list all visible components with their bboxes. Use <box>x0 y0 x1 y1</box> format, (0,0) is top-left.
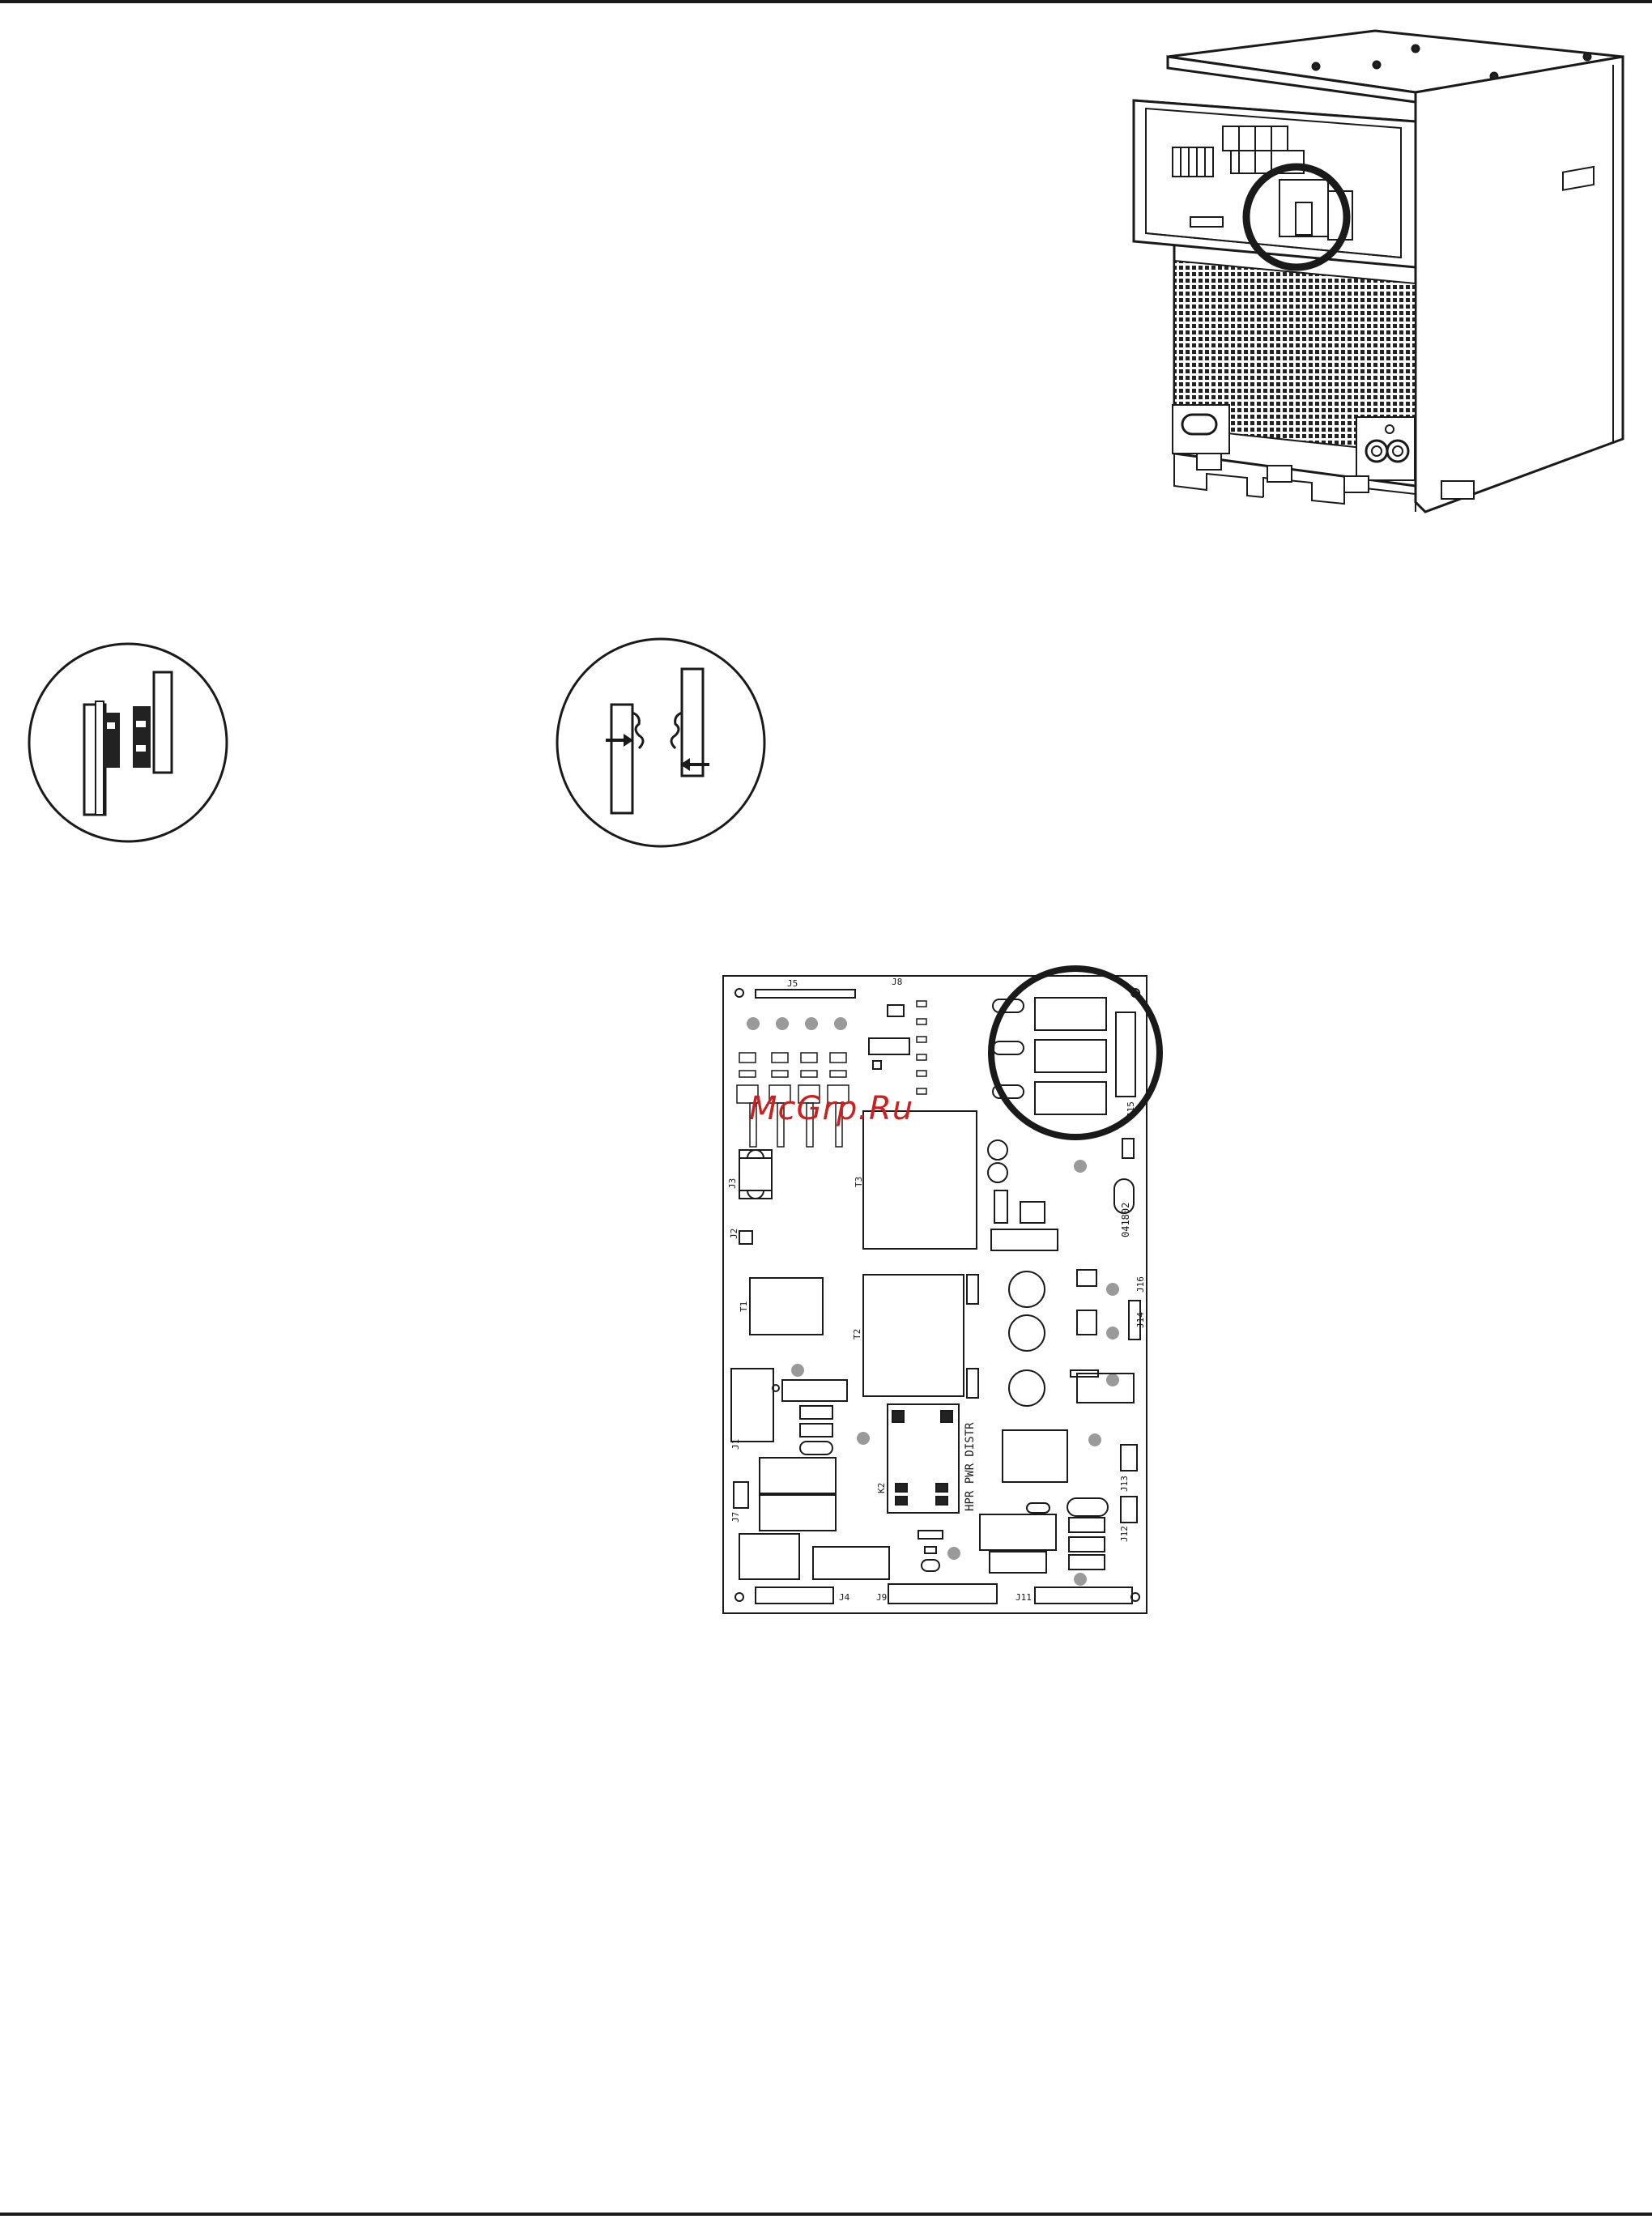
label-j14: J14 <box>1135 1312 1146 1328</box>
label-j5: J5 <box>787 978 798 989</box>
cabinet-right-side <box>1416 57 1623 512</box>
label-t2: T2 <box>852 1329 862 1339</box>
label-t1: T1 <box>739 1301 749 1312</box>
power-distribution-board: J5 J8 J15 J3 T3 J2 T1 T2 J16 J14 J1 K2 J… <box>723 969 1160 1613</box>
board-name-label: HPR PWR DISTR <box>964 1422 977 1511</box>
detail-circle-connected <box>29 644 227 841</box>
label-t3: T3 <box>854 1177 864 1187</box>
detail-circle-separated <box>557 639 764 846</box>
label-j16: J16 <box>1135 1276 1146 1293</box>
label-k2: K2 <box>876 1483 887 1493</box>
label-j2: J2 <box>729 1229 739 1239</box>
label-j13: J13 <box>1119 1476 1130 1492</box>
label-j9: J9 <box>876 1592 887 1603</box>
label-j12: J12 <box>1119 1526 1130 1542</box>
label-j7: J7 <box>730 1512 741 1523</box>
power-supply-cabinet <box>1134 31 1623 512</box>
label-j3: J3 <box>727 1178 738 1189</box>
label-j11: J11 <box>1015 1592 1032 1603</box>
label-j1: J1 <box>730 1439 741 1450</box>
label-j8: J8 <box>892 977 902 987</box>
label-j4: J4 <box>839 1592 850 1603</box>
label-j15: J15 <box>1126 1101 1136 1118</box>
board-part-number: 041802 <box>1120 1203 1131 1237</box>
watermark: McGrp.Ru <box>749 1090 913 1127</box>
